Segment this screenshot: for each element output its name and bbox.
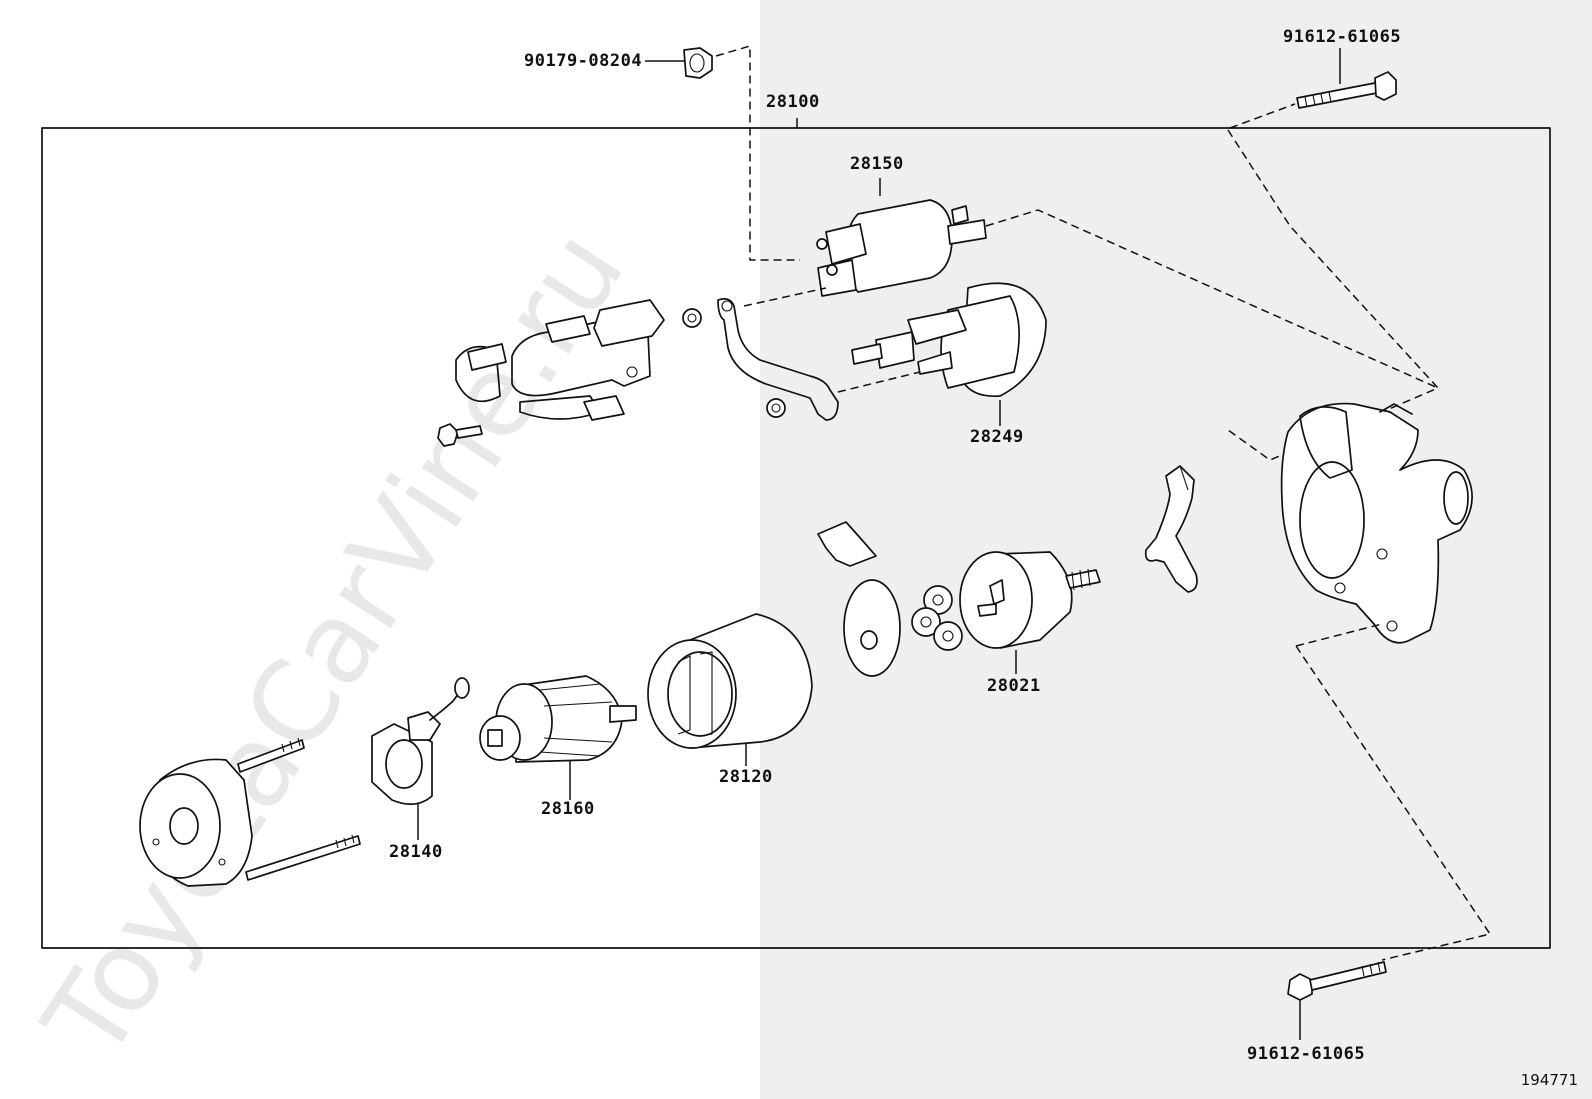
label-nut-90179-08204[interactable]: 90179-08204 xyxy=(524,51,643,71)
washer-disc xyxy=(843,579,901,677)
brush-holder-28140 xyxy=(371,677,470,840)
drive-housing xyxy=(1280,402,1473,644)
planetary-gears xyxy=(911,585,963,651)
switch-part-28249 xyxy=(851,282,1047,426)
label-solenoid-28150[interactable]: 28150 xyxy=(850,154,904,174)
label-part-28249[interactable]: 28249 xyxy=(970,427,1024,447)
shift-lever xyxy=(1144,465,1198,593)
label-brush-holder-28140[interactable]: 28140 xyxy=(389,842,443,862)
bolt-91612-61065-top xyxy=(1296,48,1397,109)
bolt-91612-61065-bottom xyxy=(1287,961,1387,1040)
label-bolt-top-91612-61065[interactable]: 91612-61065 xyxy=(1283,27,1402,47)
end-frame-with-through-bolts xyxy=(139,737,361,887)
label-clutch-28021[interactable]: 28021 xyxy=(987,676,1041,696)
label-armature-28160[interactable]: 28160 xyxy=(541,799,595,819)
label-starter-assy-28100[interactable]: 28100 xyxy=(766,92,820,112)
solenoid-28150 xyxy=(816,178,987,297)
clutch-28021 xyxy=(959,551,1101,674)
assembly-frame xyxy=(41,127,1551,949)
label-bolt-bottom-91612-61065[interactable]: 91612-61065 xyxy=(1247,1044,1366,1064)
screw-small xyxy=(437,423,483,447)
armature-28160 xyxy=(479,675,637,800)
yoke-28120 xyxy=(647,613,813,766)
shift-pin-piece xyxy=(817,521,877,567)
brush-lead-bracket xyxy=(455,299,665,421)
lead-wire-terminal xyxy=(682,298,839,421)
label-yoke-28120[interactable]: 28120 xyxy=(719,767,773,787)
figure-number: 194771 xyxy=(1520,1071,1578,1089)
nut-90179-08204 xyxy=(645,47,713,79)
